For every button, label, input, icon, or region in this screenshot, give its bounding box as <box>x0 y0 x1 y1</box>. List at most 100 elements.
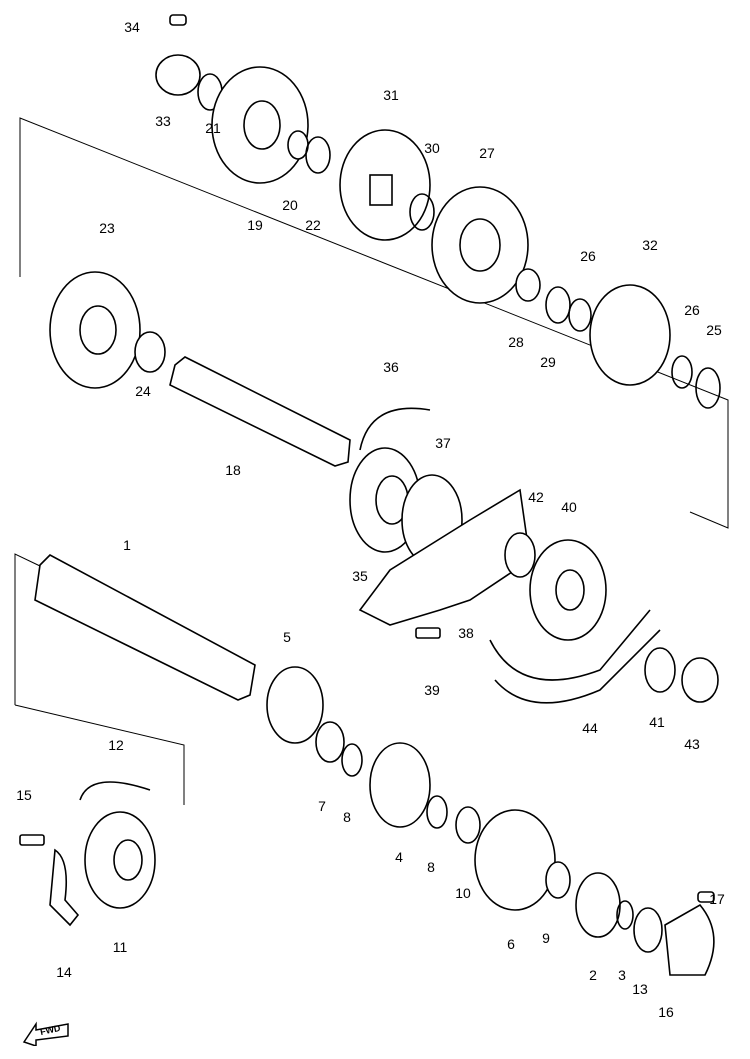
part-label: 13 <box>632 981 648 997</box>
part-label: 23 <box>99 220 115 236</box>
cap-16 <box>664 903 715 976</box>
part-label: 25 <box>706 322 722 338</box>
part-label: 19 <box>247 217 263 233</box>
part-label: 38 <box>458 625 474 641</box>
bushing-20 <box>287 130 309 160</box>
part-label: 43 <box>684 736 700 752</box>
circlip-26b <box>671 355 693 389</box>
part-label: 33 <box>155 113 171 129</box>
washer-22 <box>305 136 331 174</box>
gear-19 <box>211 66 309 184</box>
spacer-42 <box>504 532 536 578</box>
group-outline-lower-2 <box>14 704 185 805</box>
plate-38 <box>358 488 531 626</box>
pin-17 <box>697 891 715 903</box>
driveshaft-1 <box>34 554 256 701</box>
group-outline-upper <box>19 117 729 529</box>
part-label: 39 <box>424 682 440 698</box>
part-label: 6 <box>507 936 515 952</box>
gear-31-spline <box>369 174 393 206</box>
gear-23-hub <box>79 305 117 355</box>
nut-43 <box>681 657 719 703</box>
bolt-39 <box>415 627 441 639</box>
part-label: 31 <box>383 87 399 103</box>
part-label: 22 <box>305 217 321 233</box>
gear-27 <box>431 186 529 304</box>
gear-6 <box>474 809 556 911</box>
ring-12 <box>79 781 151 801</box>
washer-8 <box>341 743 363 777</box>
part-label: 35 <box>352 568 368 584</box>
part-label: 36 <box>383 359 399 375</box>
part-label: 7 <box>318 798 326 814</box>
retainer-14 <box>49 848 80 927</box>
part-label: 11 <box>112 939 128 955</box>
part-label: 28 <box>508 334 524 350</box>
bushing-9 <box>545 861 571 899</box>
part-label: 41 <box>649 714 665 730</box>
part-label: 8 <box>427 859 435 875</box>
sprocket-40-hub <box>555 569 585 611</box>
part-label: 17 <box>709 891 725 907</box>
part-label: 8 <box>343 809 351 825</box>
washer-29 <box>545 286 571 324</box>
part-label: 18 <box>225 462 241 478</box>
countershaft-18 <box>169 356 351 467</box>
part-label: 12 <box>108 737 124 753</box>
fwd-arrow-icon: FWD <box>22 1020 72 1046</box>
part-label: 32 <box>642 237 658 253</box>
part-label: 26 <box>580 248 596 264</box>
part-label: 34 <box>124 19 140 35</box>
bearing-33 <box>155 54 201 96</box>
part-label: 30 <box>424 140 440 156</box>
gear-5 <box>266 666 324 744</box>
chain-44 <box>489 609 661 704</box>
washer-30 <box>409 193 435 231</box>
part-label: 20 <box>282 197 298 213</box>
gear-31 <box>339 129 431 241</box>
bearing-11-inner <box>113 839 143 881</box>
gear-32 <box>589 284 671 386</box>
part-label: 42 <box>528 489 544 505</box>
part-label: 40 <box>561 499 577 515</box>
part-label: 21 <box>205 120 221 136</box>
part-label: 1 <box>123 537 131 553</box>
bearing-11 <box>84 811 156 909</box>
part-label: 37 <box>435 435 451 451</box>
part-label: 10 <box>455 885 471 901</box>
part-label: 15 <box>16 787 32 803</box>
pin-34 <box>169 14 187 26</box>
bushing-7 <box>315 721 345 763</box>
part-label: 16 <box>658 1004 674 1020</box>
bushing-28 <box>515 268 541 302</box>
group-outline-lower <box>14 553 41 705</box>
part-label: 2 <box>589 967 597 983</box>
part-label: 24 <box>135 383 151 399</box>
gear-2 <box>575 872 621 938</box>
part-label: 26 <box>684 302 700 318</box>
washer-25 <box>695 367 721 409</box>
part-label: 3 <box>618 967 626 983</box>
washer-41 <box>644 647 676 693</box>
part-label: 44 <box>582 720 598 736</box>
part-label: 9 <box>542 930 550 946</box>
washer-8b <box>426 795 448 829</box>
gear-23 <box>49 271 141 389</box>
bearing-13 <box>633 907 663 953</box>
part-label: 27 <box>479 145 495 161</box>
ring-36 <box>359 407 431 451</box>
part-label: 5 <box>283 629 291 645</box>
gear-4 <box>369 742 431 828</box>
part-label: 29 <box>540 354 556 370</box>
part-label: 4 <box>395 849 403 865</box>
bushing-24 <box>134 331 166 373</box>
circlip-26 <box>568 298 592 332</box>
gear-19-hub <box>243 100 281 150</box>
part-label: 14 <box>56 964 72 980</box>
gear-27-hub <box>459 218 501 272</box>
bolt-15 <box>19 834 45 846</box>
sprocket-40 <box>529 539 607 641</box>
washer-10 <box>455 806 481 844</box>
